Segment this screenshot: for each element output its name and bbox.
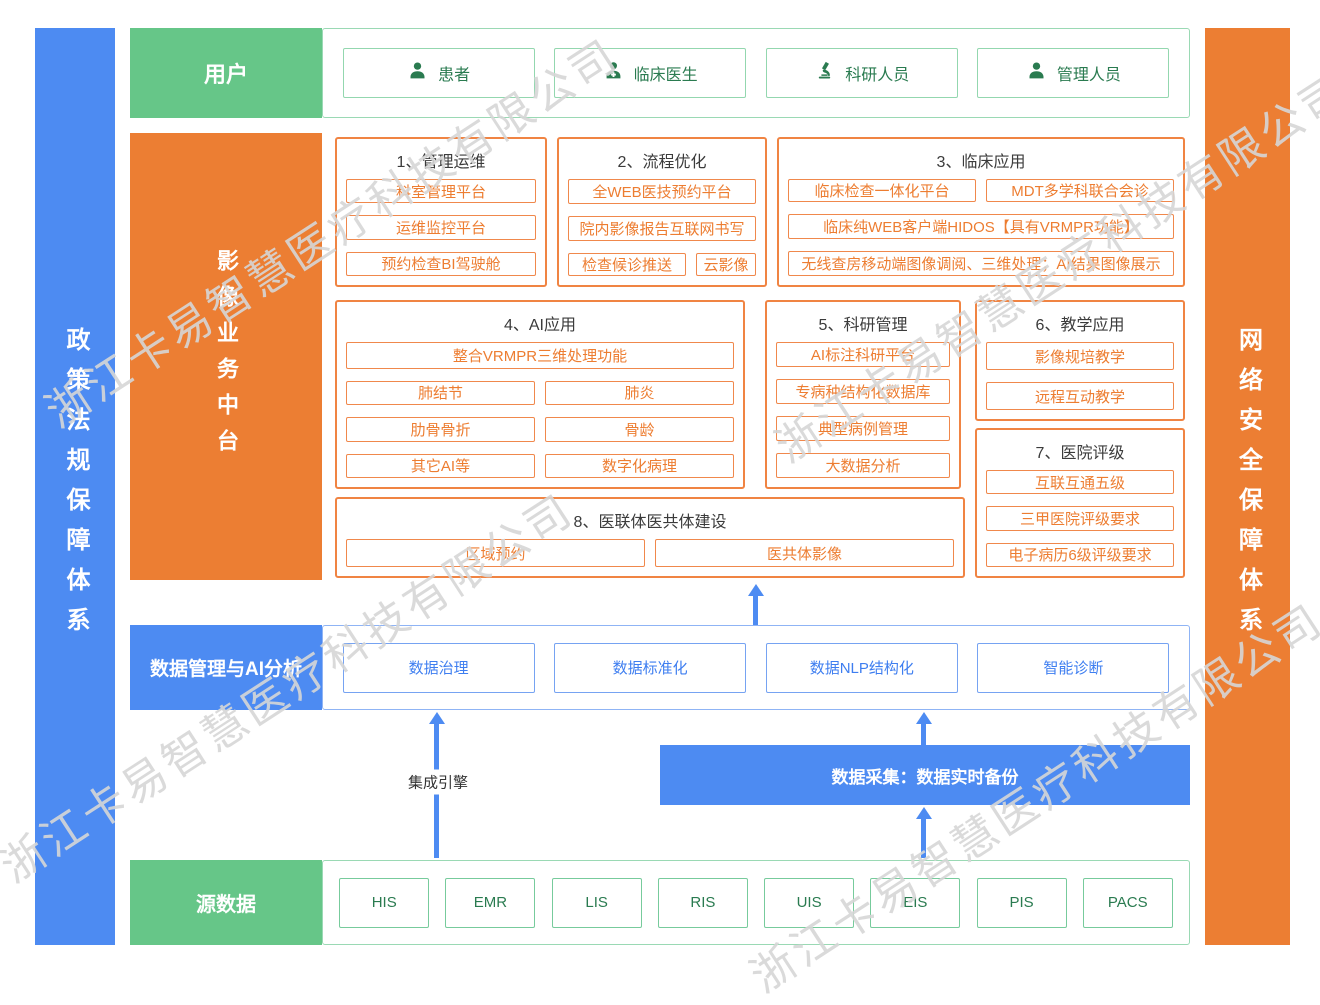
security-bar-label: 网络安全保障体系 bbox=[1234, 326, 1262, 647]
section-medical-alliance: 8、医联体医共体建设 区域预约 医共体影像 bbox=[335, 497, 965, 578]
platform-item: 典型病例管理 bbox=[776, 416, 950, 441]
arrow-up-collection-top bbox=[921, 724, 926, 745]
data-mgmt-content: 数据治理 数据标准化 数据NLP结构化 智能诊断 bbox=[322, 625, 1190, 710]
section-ai-app: 4、AI应用 整合VRMPR三维处理功能 肺结节 肺炎 肋骨骨折 骨龄 其它AI… bbox=[335, 300, 745, 489]
source-data-label: 源数据 bbox=[130, 860, 322, 945]
platform-item: 肺结节 bbox=[346, 380, 535, 405]
network-security-bar: 网络安全保障体系 bbox=[1205, 28, 1290, 945]
platform-item: 其它AI等 bbox=[346, 453, 535, 478]
architecture-diagram: { "watermark": "浙江卡易智慧医疗科技有限公司", "colors… bbox=[0, 0, 1320, 978]
platform-item: 科室管理平台 bbox=[346, 179, 536, 204]
section-title: 5、科研管理 bbox=[818, 317, 908, 334]
patient-icon bbox=[407, 60, 428, 86]
platform-item: 院内影像报告互联网书写 bbox=[568, 216, 756, 241]
doctor-icon bbox=[603, 60, 624, 86]
platform-item: 肋骨骨折 bbox=[346, 417, 535, 442]
source-system-box: PIS bbox=[976, 877, 1067, 928]
user-box-label: 患者 bbox=[438, 67, 471, 84]
section-title: 3、临床应用 bbox=[936, 154, 1026, 171]
section-title: 4、AI应用 bbox=[503, 317, 577, 334]
platform-item: 无线查房移动端图像调阅、三维处理；AI结果图像展示 bbox=[788, 251, 1174, 276]
platform-item: MDT多学科联合会诊 bbox=[986, 179, 1174, 202]
source-system-box: PACS bbox=[1082, 877, 1173, 928]
user-box-clinician: 临床医生 bbox=[554, 48, 747, 98]
user-row-label: 用户 bbox=[130, 28, 322, 118]
policy-regulation-bar: 政策法规保障体系 bbox=[35, 28, 115, 945]
section-title: 8、医联体医共体建设 bbox=[573, 514, 727, 531]
section-hospital-rating: 7、医院评级 互联互通五级 三甲医院评级要求 电子病历6级评级要求 bbox=[975, 428, 1185, 578]
platform-item: 检查候诊推送 bbox=[568, 253, 686, 276]
platform-item: 电子病历6级评级要求 bbox=[986, 542, 1174, 567]
platform-item: 数字化病理 bbox=[545, 453, 734, 478]
microscope-icon bbox=[814, 60, 835, 86]
arrow-up-platform bbox=[753, 596, 758, 625]
platform-item: 区域预约 bbox=[346, 539, 645, 567]
user-box-label: 临床医生 bbox=[633, 67, 698, 84]
platform-item: 影像规培教学 bbox=[986, 342, 1174, 370]
section-title: 1、管理运维 bbox=[396, 154, 486, 171]
platform-item: 三甲医院评级要求 bbox=[986, 506, 1174, 531]
platform-item: AI标注科研平台 bbox=[776, 342, 950, 367]
platform-item: 云影像 bbox=[696, 253, 756, 276]
section-research-mgmt: 5、科研管理 AI标注科研平台 专病种结构化数据库 典型病例管理 大数据分析 bbox=[765, 300, 961, 489]
data-mgmt-label: 数据管理与AI分析 bbox=[130, 625, 322, 710]
platform-item: 运维监控平台 bbox=[346, 215, 536, 240]
data-mgmt-box: 智能诊断 bbox=[977, 642, 1170, 693]
platform-label-box: 影像业务中台 bbox=[130, 133, 322, 580]
source-system-box: EIS bbox=[870, 877, 961, 928]
data-mgmt-box: 数据NLP结构化 bbox=[765, 642, 958, 693]
section-clinical-app: 3、临床应用 临床检查一体化平台 MDT多学科联合会诊 临床纯WEB客户端HID… bbox=[777, 137, 1185, 287]
platform-item: 专病种结构化数据库 bbox=[776, 379, 950, 404]
platform-item: 整合VRMPR三维处理功能 bbox=[346, 342, 734, 369]
section-title: 7、医院评级 bbox=[1035, 445, 1125, 462]
section-process-opt: 2、流程优化 全WEB医技预约平台 院内影像报告互联网书写 检查候诊推送 云影像 bbox=[557, 137, 767, 287]
user-box-researcher: 科研人员 bbox=[765, 48, 958, 98]
data-mgmt-box: 数据治理 bbox=[342, 642, 535, 693]
source-system-box: EMR bbox=[445, 877, 536, 928]
platform-label: 影像业务中台 bbox=[214, 248, 239, 465]
platform-item: 医共体影像 bbox=[655, 539, 954, 567]
source-system-box: HIS bbox=[339, 877, 430, 928]
platform-item: 临床纯WEB客户端HIDOS【具有VRMPR功能】 bbox=[788, 214, 1174, 239]
arrow-up-collection-bottom bbox=[921, 819, 926, 858]
data-collection-bar: 数据采集：数据实时备份 bbox=[660, 745, 1190, 805]
user-box-admin: 管理人员 bbox=[977, 48, 1170, 98]
platform-item: 临床检查一体化平台 bbox=[788, 179, 976, 202]
source-data-content: HIS EMR LIS RIS UIS EIS PIS PACS bbox=[322, 860, 1190, 945]
platform-item: 远程互动教学 bbox=[986, 382, 1174, 410]
platform-item: 肺炎 bbox=[545, 380, 734, 405]
platform-item: 大数据分析 bbox=[776, 453, 950, 478]
source-system-box: RIS bbox=[657, 877, 748, 928]
user-box-label: 科研人员 bbox=[845, 67, 910, 84]
section-title: 2、流程优化 bbox=[617, 154, 707, 171]
integration-engine-label: 集成引擎 bbox=[402, 769, 474, 795]
source-system-box: UIS bbox=[764, 877, 855, 928]
user-box-patient: 患者 bbox=[342, 48, 535, 98]
section-title: 6、教学应用 bbox=[1035, 317, 1125, 334]
platform-item: 预约检查BI驾驶舱 bbox=[346, 251, 536, 276]
section-mgmt-ops: 1、管理运维 科室管理平台 运维监控平台 预约检查BI驾驶舱 bbox=[335, 137, 547, 287]
platform-item: 全WEB医技预约平台 bbox=[568, 179, 756, 204]
user-box-label: 管理人员 bbox=[1056, 67, 1121, 84]
admin-icon bbox=[1026, 60, 1047, 86]
source-system-box: LIS bbox=[551, 877, 642, 928]
user-row-content: 患者 临床医生 科研人员 管理人员 bbox=[322, 28, 1190, 118]
platform-item: 互联互通五级 bbox=[986, 470, 1174, 495]
platform-item: 骨龄 bbox=[545, 417, 734, 442]
data-mgmt-box: 数据标准化 bbox=[554, 642, 747, 693]
section-teaching-app: 6、教学应用 影像规培教学 远程互动教学 bbox=[975, 300, 1185, 421]
policy-bar-label: 政策法规保障体系 bbox=[62, 326, 89, 647]
